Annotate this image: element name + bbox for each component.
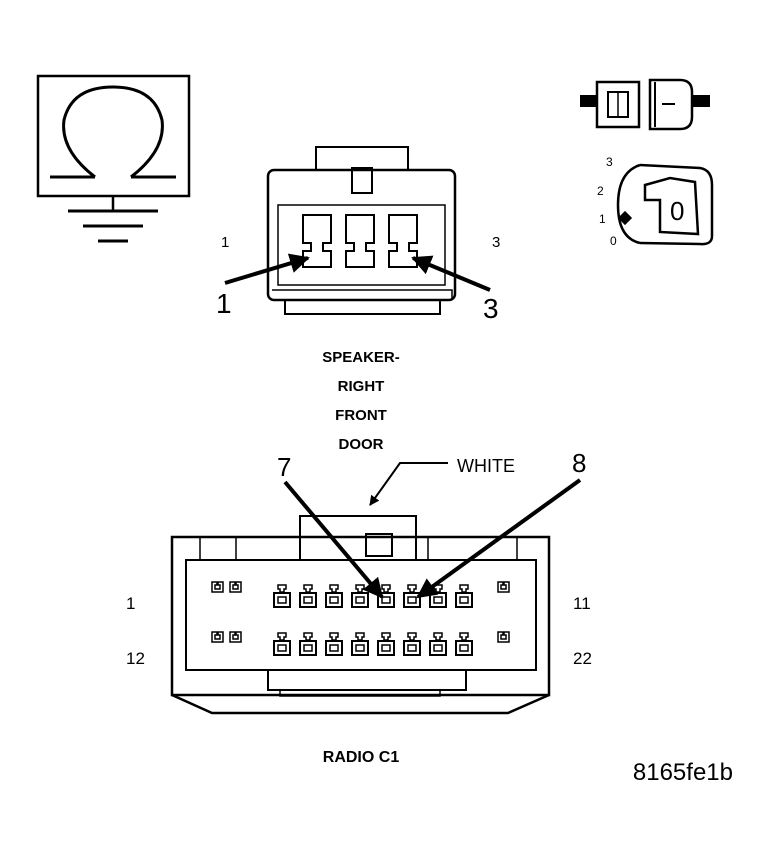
ignition-pos-3: 3 <box>606 155 613 169</box>
radio-color-label: WHITE <box>457 456 515 476</box>
speaker-title-line-2: RIGHT <box>338 378 385 395</box>
radio-callout-arrow-8 <box>416 478 582 599</box>
radio-callout-8: 8 <box>572 448 586 478</box>
radio-pin-11-label: 11 <box>573 594 591 613</box>
ignition-key-label: 0 <box>670 196 684 226</box>
radio-connector <box>170 515 551 715</box>
speaker-title-line-4: DOOR <box>339 436 384 453</box>
speaker-pin-3-label: 3 <box>492 234 500 251</box>
ignition-pos-2: 2 <box>597 184 604 198</box>
ohmmeter-ground-icon <box>36 74 191 243</box>
speaker-callout-arrow-1 <box>224 253 310 285</box>
white-color-leader <box>369 462 448 506</box>
radio-title: RADIO C1 <box>323 749 400 766</box>
radio-callout-arrow-7 <box>283 480 384 599</box>
radio-callout-7: 7 <box>277 452 291 482</box>
speaker-title-line-1: SPEAKER- <box>322 349 400 366</box>
speaker-connector <box>266 146 457 315</box>
ignition-pos-1: 1 <box>599 212 606 226</box>
speaker-callout-1: 1 <box>216 288 232 319</box>
radio-pin-22-label: 22 <box>573 649 592 668</box>
ignition-key-off-icon <box>616 163 714 246</box>
speaker-title-line-3: FRONT <box>335 407 387 424</box>
speaker-callout-3: 3 <box>483 293 499 324</box>
radio-pin-12-label: 12 <box>126 649 145 668</box>
ignition-pos-0: 0 <box>610 234 617 248</box>
connector-disconnected-icon <box>580 78 710 131</box>
speaker-callout-arrow-3 <box>411 255 491 292</box>
speaker-pin-1-label: 1 <box>221 234 229 251</box>
figure-id: 8165fe1b <box>633 759 733 786</box>
radio-pin-1-label: 1 <box>126 594 135 613</box>
